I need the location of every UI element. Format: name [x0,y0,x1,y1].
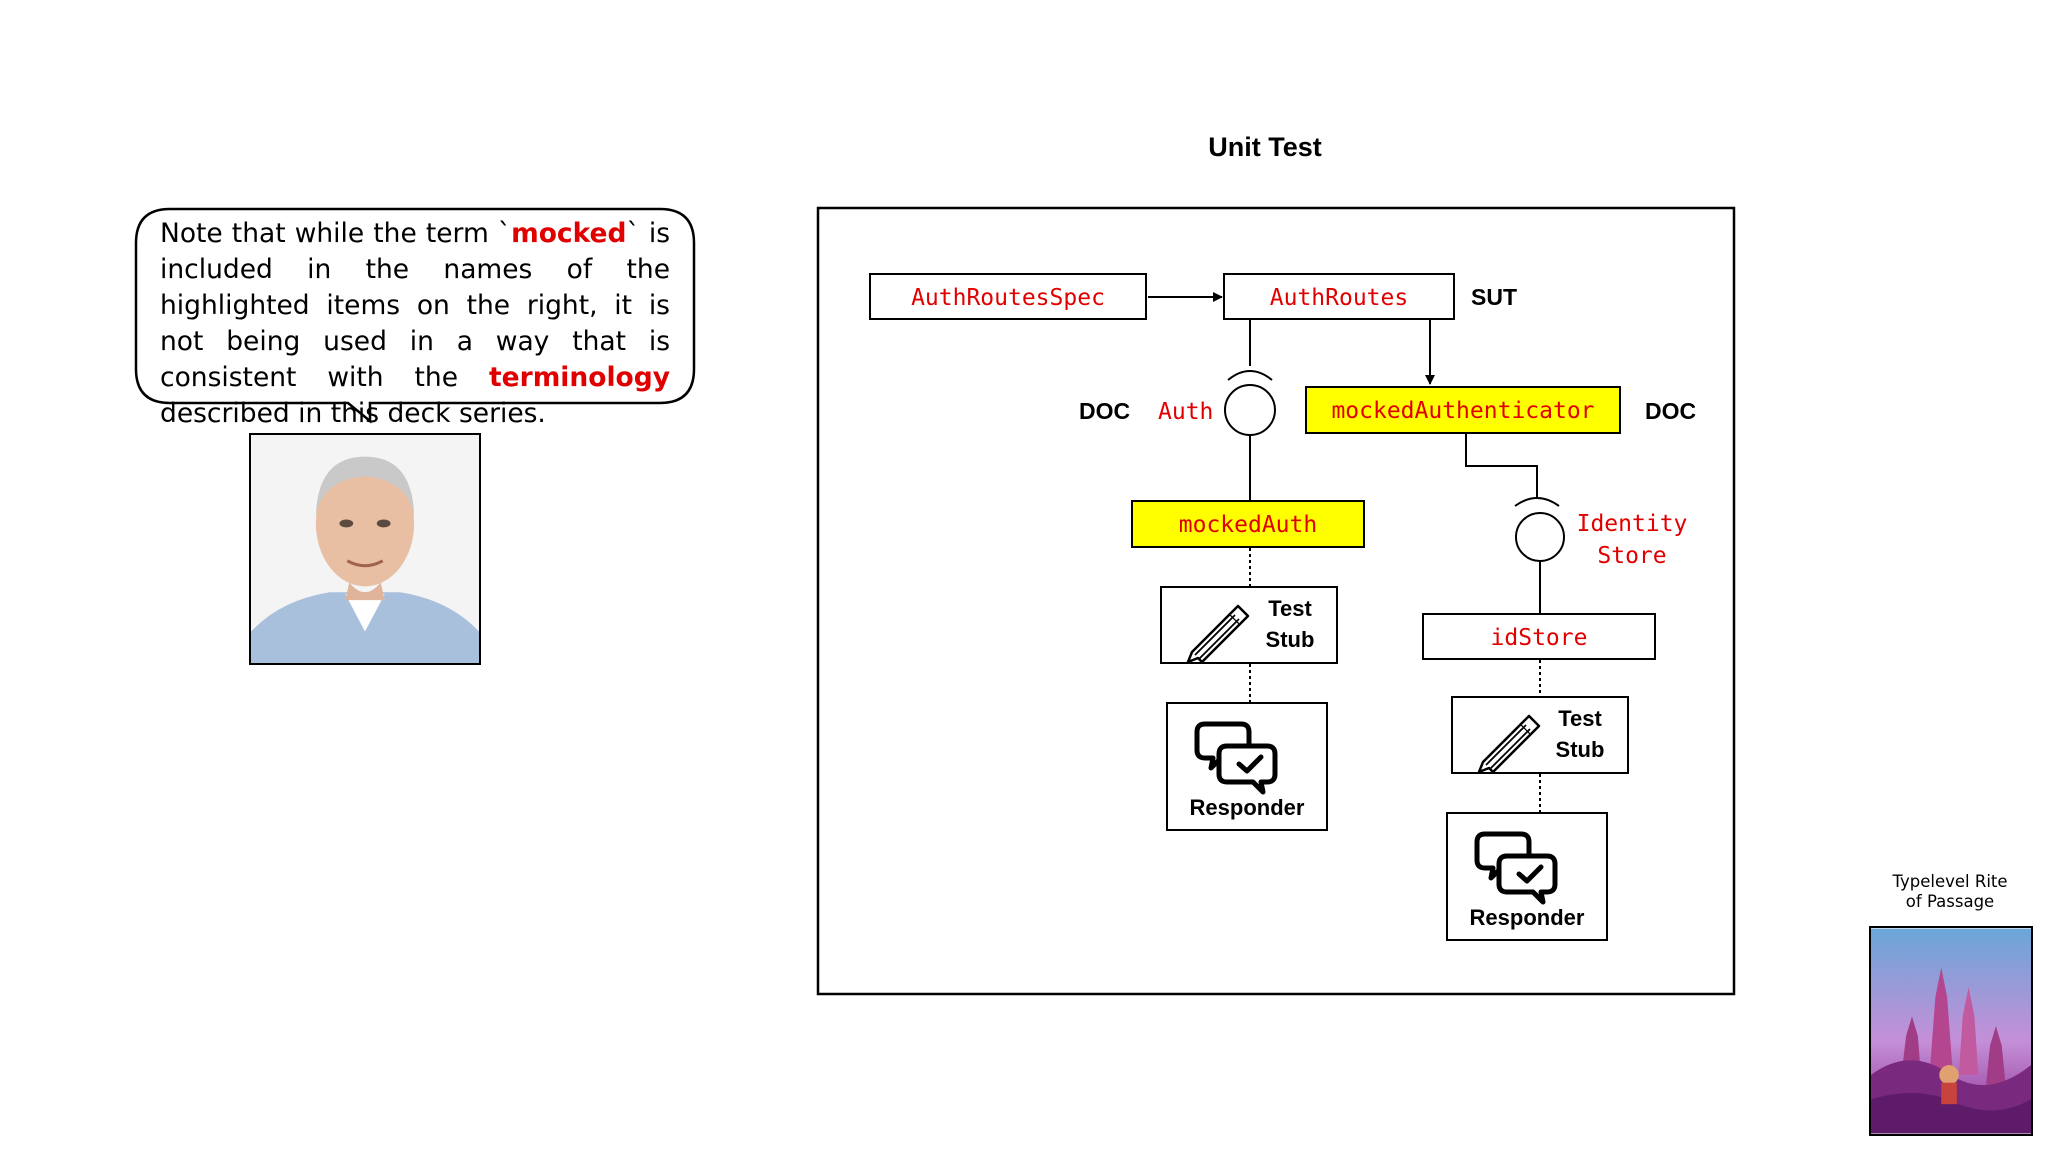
highlight-mocked: mocked [511,218,627,249]
test-stub-right-line1: Test [1558,706,1602,731]
auth-routes-label: AuthRoutes [1270,285,1408,311]
mocked-authenticator-box [1305,386,1621,434]
responder-left-label: Responder [1190,795,1305,820]
auth-interface-label: Auth [1158,399,1213,425]
test-stub-right-line2: Stub [1556,737,1605,762]
auth-interface-icon [1224,384,1276,436]
id-store-label: idStore [1491,625,1588,651]
speech-bubble [134,207,696,424]
mocked-authenticator-label: mockedAuthenticator [1331,398,1594,424]
test-stub-box-left [1160,586,1338,664]
id-store-box [1422,613,1656,660]
mocked-auth-label: mockedAuth [1179,512,1317,538]
test-stub-left-line2: Stub [1266,627,1315,652]
presenter-photo [249,433,481,665]
logo-caption-line1: Typelevel Rite [1892,872,2008,891]
responder-right-label: Responder [1470,905,1585,930]
bubble-note: Note that while the term `mocked` is inc… [160,218,670,429]
doc-label-right: DOC [1645,398,1696,424]
diagram-frame [816,206,1736,996]
mocked-auth-box [1131,500,1365,548]
diagram-title: Unit Test [1208,132,1322,162]
doc-label-left: DOC [1079,398,1130,424]
typelevel-logo-image [1869,926,2033,1136]
test-stub-left-line1: Test [1268,596,1312,621]
auth-routes-spec-label: AuthRoutesSpec [911,285,1105,311]
identity-store-label-line2: Store [1597,543,1666,569]
sut-label: SUT [1471,284,1517,310]
identity-store-label-line1: Identity [1577,511,1688,537]
unit-test-diagram: AuthRoutesSpec AuthRoutes SUT DOC Auth m… [816,206,1736,996]
logo-caption: Typelevel Rite of Passage [1860,872,2040,912]
auth-routes-spec-box [869,273,1147,320]
highlight-terminology: terminology [488,362,670,393]
test-stub-box-right [1451,696,1629,774]
identity-store-interface-icon [1515,512,1565,562]
auth-routes-box [1223,273,1455,320]
logo-caption-line2: of Passage [1905,892,1995,911]
